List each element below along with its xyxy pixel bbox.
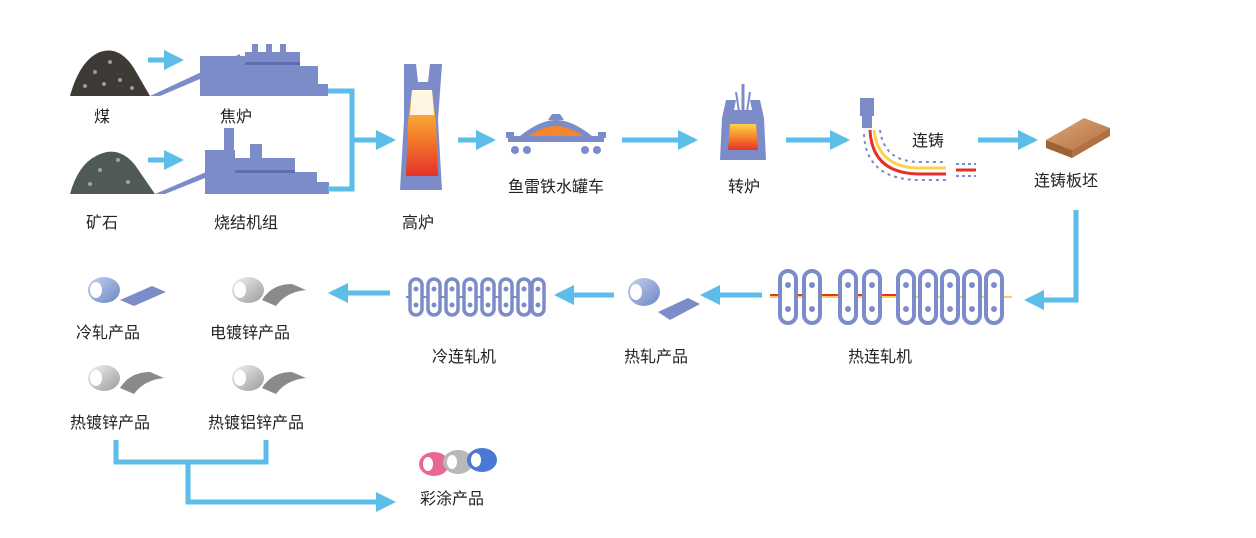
- label-blast-furnace: 高炉: [402, 213, 435, 232]
- label-sinter-plant: 烧结机组: [214, 213, 279, 232]
- label-continuous-casting: 连铸: [912, 131, 945, 150]
- label-converter: 转炉: [728, 177, 761, 196]
- label-color-coated: 彩涂产品: [420, 489, 485, 508]
- continuous-caster-icon: [860, 98, 976, 181]
- label-coke-oven: 焦炉: [220, 107, 253, 126]
- label-galvalume: 热镀铝锌产品: [208, 413, 305, 432]
- sinter-plant-icon: [155, 128, 329, 194]
- electro-galvanized-products-icon: [232, 277, 306, 306]
- coke-oven-icon: [150, 44, 328, 96]
- label-electro-galv: 电镀锌产品: [210, 323, 291, 342]
- label-torpedo-car: 鱼雷铁水罐车: [508, 177, 605, 196]
- label-cold-rolled: 冷轧产品: [76, 323, 141, 342]
- label-ore: 矿石: [86, 213, 119, 232]
- cold-rolling-mill-icon: [406, 277, 546, 317]
- converter-icon: [720, 84, 766, 160]
- slab-to-hsm-connector: [1024, 210, 1079, 310]
- hot-strip-mill-icon: [770, 269, 1012, 325]
- blast-furnace-icon: [400, 64, 442, 190]
- label-hot-dip-galv: 热镀锌产品: [70, 413, 151, 432]
- slab-icon: [1046, 118, 1110, 158]
- label-hot-rolled: 热轧产品: [624, 347, 689, 366]
- coated-connector-line: [113, 440, 390, 505]
- galvalume-products-icon: [232, 365, 306, 394]
- label-slab: 连铸板坯: [1034, 171, 1099, 190]
- label-cold-mill: 冷连轧机: [432, 347, 497, 366]
- hot-rolled-products-icon: [628, 278, 700, 320]
- cold-rolled-products-icon: [88, 277, 166, 306]
- hot-dip-galvanized-products-icon: [88, 365, 164, 394]
- color-coated-products-icon: [419, 448, 497, 476]
- sinter-connector-line: [328, 140, 355, 192]
- label-coal: 煤: [94, 107, 111, 126]
- coke-connector-line: [328, 88, 355, 140]
- ore-pile-icon: [70, 151, 155, 194]
- label-hot-strip-mill: 热连轧机: [848, 347, 913, 366]
- torpedo-car-icon: [506, 114, 606, 154]
- coal-pile-icon: [70, 50, 150, 96]
